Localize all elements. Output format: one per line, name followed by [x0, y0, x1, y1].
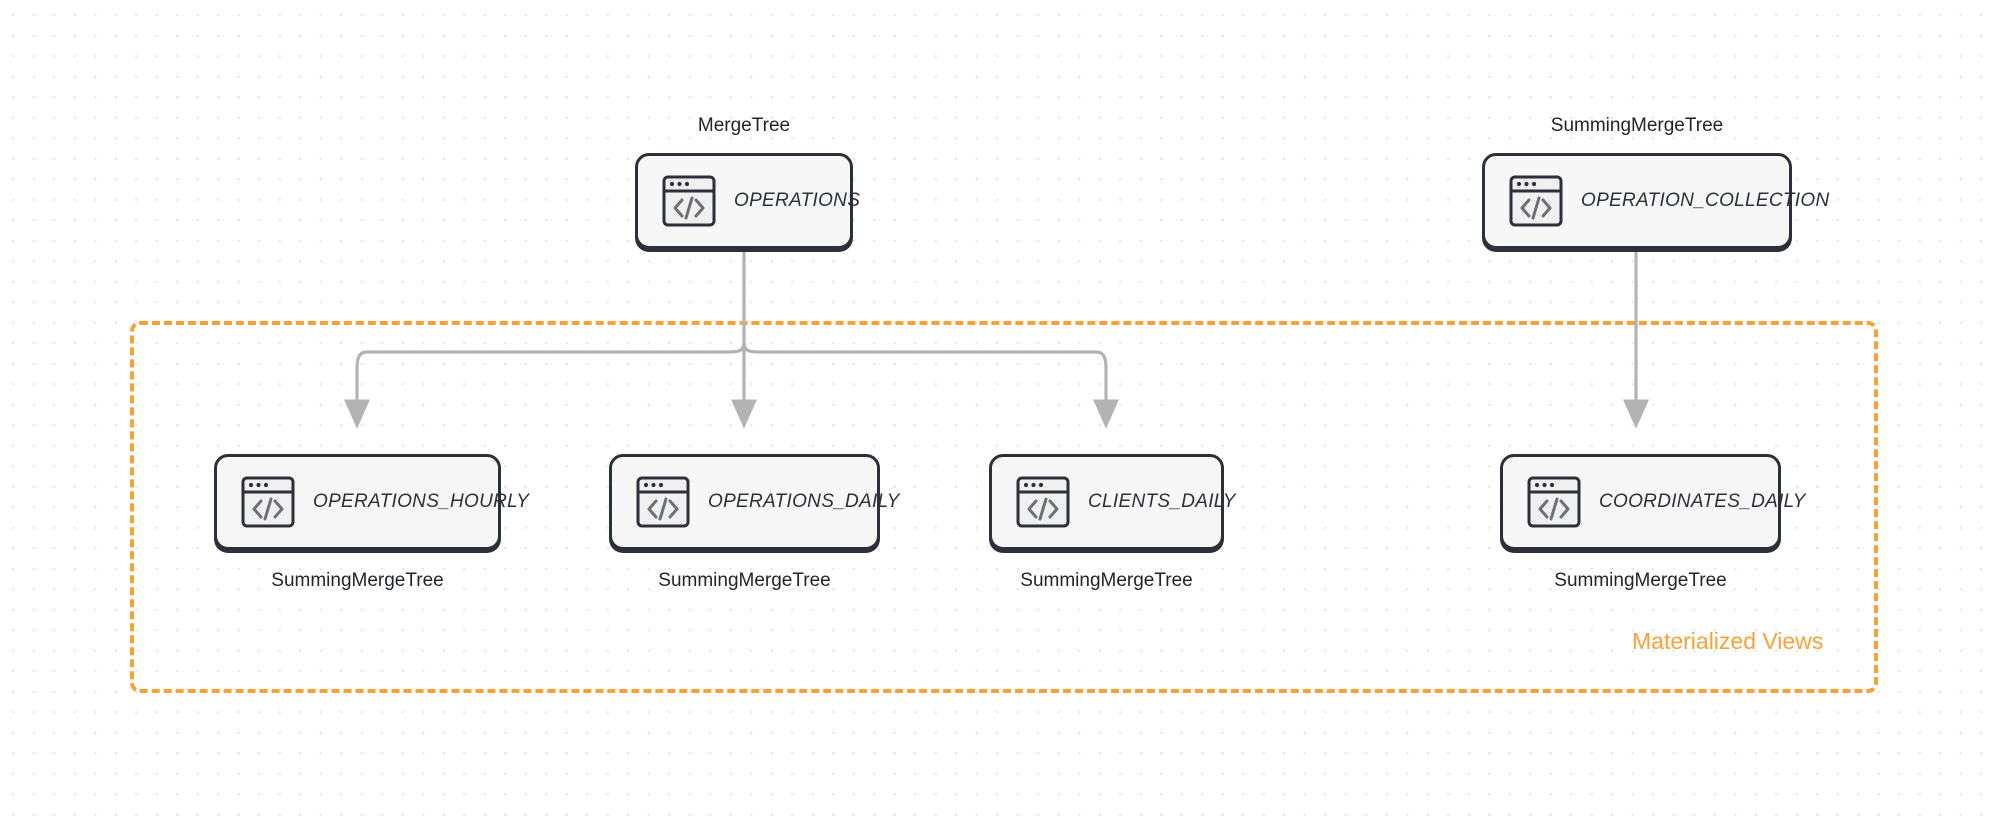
node-operations-daily[interactable]: OPERATIONS_DAILY SummingMergeTree	[609, 454, 899, 591]
node-clients-daily-card[interactable]: CLIENTS_DAILY	[989, 454, 1236, 550]
node-operations-title: OPERATIONS	[734, 190, 861, 211]
node-coordinates-daily-engine: SummingMergeTree	[1554, 570, 1727, 591]
code-window-icon	[1527, 476, 1581, 528]
node-coordinates-daily-card[interactable]: COORDINATES_DAILY	[1500, 454, 1805, 550]
materialized-views-group	[130, 321, 1878, 693]
node-operations[interactable]: MergeTree OPERATIONS	[635, 115, 860, 249]
node-operations-hourly-engine: SummingMergeTree	[271, 570, 444, 591]
node-clients-daily-title: CLIENTS_DAILY	[1088, 491, 1236, 512]
code-window-icon	[1509, 175, 1563, 227]
node-operations-daily-title: OPERATIONS_DAILY	[708, 491, 900, 512]
code-window-icon	[1016, 476, 1070, 528]
node-clients-daily[interactable]: CLIENTS_DAILY SummingMergeTree	[989, 454, 1236, 591]
node-operations-daily-card[interactable]: OPERATIONS_DAILY	[609, 454, 899, 550]
code-window-icon	[636, 476, 690, 528]
node-operation-collection-title: OPERATION_COLLECTION	[1581, 190, 1830, 211]
node-coordinates-daily[interactable]: COORDINATES_DAILY SummingMergeTree	[1500, 454, 1805, 591]
node-clients-daily-engine: SummingMergeTree	[1020, 570, 1193, 591]
node-operations-card[interactable]: OPERATIONS	[635, 153, 860, 249]
node-operations-hourly-title: OPERATIONS_HOURLY	[313, 491, 530, 512]
node-operations-hourly-card[interactable]: OPERATIONS_HOURLY	[214, 454, 529, 550]
node-coordinates-daily-title: COORDINATES_DAILY	[1599, 491, 1806, 512]
code-window-icon	[662, 175, 716, 227]
materialized-views-group-label: Materialized Views	[1632, 628, 1824, 654]
node-operations-hourly[interactable]: OPERATIONS_HOURLY SummingMergeTree	[214, 454, 529, 591]
node-operation-collection-engine: SummingMergeTree	[1550, 115, 1724, 136]
code-window-icon	[241, 476, 295, 528]
node-operation-collection[interactable]: SummingMergeTree OPERATION_COLLECTION	[1482, 115, 1829, 249]
node-operation-collection-card[interactable]: OPERATION_COLLECTION	[1482, 153, 1829, 249]
node-operations-engine: MergeTree	[697, 115, 791, 136]
node-operations-daily-engine: SummingMergeTree	[658, 570, 831, 591]
